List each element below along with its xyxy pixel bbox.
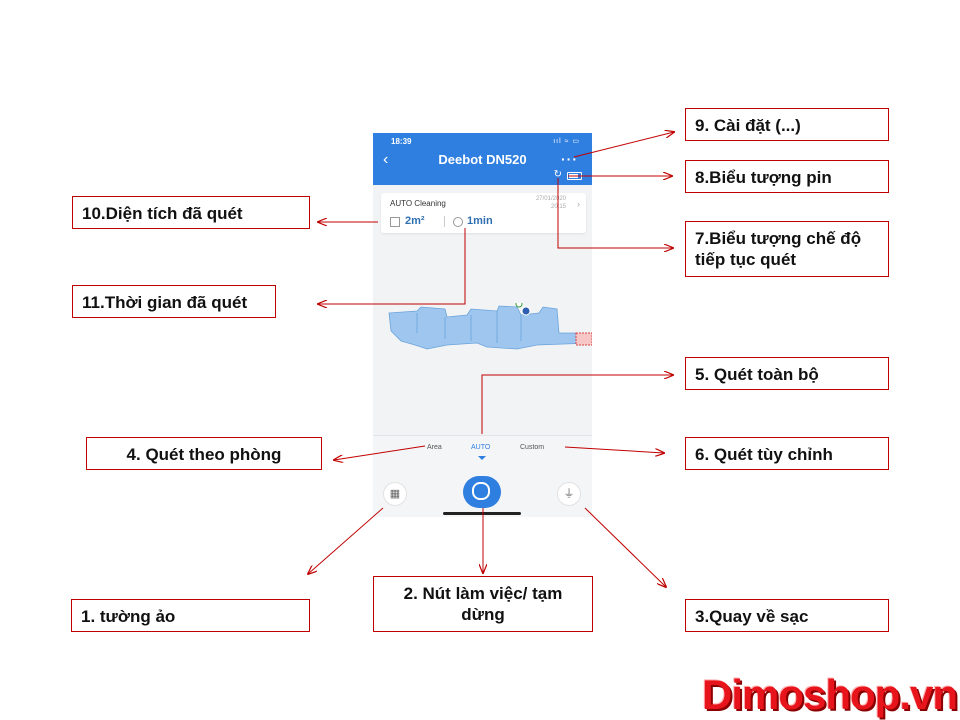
callout-return-charge: 3.Quay về sạc [685, 599, 889, 632]
active-tab-indicator [478, 456, 486, 460]
map-walls [416, 311, 522, 343]
arrow-time [318, 228, 466, 304]
card-divider [444, 216, 445, 227]
arrow-dock [584, 507, 666, 587]
app-screenshot: 18:39 ııl ≈ ▭ ‹ Deebot DN520 ··· ↻ AUTO … [373, 133, 592, 517]
callout-room: 4. Quét theo phòng [86, 437, 322, 470]
callout-start-pause: 2. Nút làm việc/ tạm dừng [373, 576, 593, 632]
start-pause-button[interactable] [463, 476, 501, 508]
map-area [388, 305, 592, 350]
tab-area[interactable]: Area [427, 444, 442, 451]
callout-auto: 5. Quét toàn bộ [685, 357, 889, 390]
clock-icon [453, 217, 463, 227]
callout-virtual-wall: 1. tường ảo [71, 599, 310, 632]
arrow-virtual-wall [308, 507, 384, 574]
tab-auto[interactable]: AUTO [471, 444, 491, 451]
cleaning-mode-label: AUTO Cleaning [390, 199, 446, 208]
robot-marker [521, 306, 531, 316]
watermark-logo: Dimoshop.vn [702, 671, 958, 718]
home-indicator [443, 512, 521, 515]
callout-battery: 8.Biểu tượng pin [685, 160, 889, 193]
control-panel: Area AUTO Custom ▦ ⏚ [373, 435, 592, 517]
app-header: 18:39 ııl ≈ ▭ ‹ Deebot DN520 ··· ↻ [373, 133, 592, 185]
callout-custom: 6. Quét tùy chỉnh [685, 437, 889, 470]
arrow-auto [481, 375, 673, 434]
cleaning-info-card[interactable]: AUTO Cleaning 27/01/2020 20:15 › 2m² 1mi… [381, 193, 586, 233]
callout-cleaned-time: 11.Thời gian đã quét [72, 285, 276, 318]
cleaned-area-value: 2m² [405, 215, 425, 227]
back-arrow-icon[interactable]: ‹ [383, 151, 389, 168]
arrow-resume [557, 178, 673, 248]
resume-cleaning-icon: ↻ [553, 169, 562, 180]
chevron-right-icon: › [577, 199, 580, 209]
charger-marker [515, 303, 523, 308]
tab-custom[interactable]: Custom [520, 444, 545, 451]
area-icon [390, 217, 400, 227]
cleaning-map [388, 303, 592, 350]
callout-cleaned-area: 10.Diện tích đã quét [72, 196, 310, 229]
cleaned-time-value: 1min [467, 215, 493, 227]
virtual-wall-zone [575, 332, 592, 346]
arrow-custom [564, 446, 664, 453]
arrow-room [334, 445, 426, 460]
cleaning-date-line: 27/01/2020 [535, 196, 566, 202]
return-to-charge-button[interactable]: ⏚ [557, 482, 581, 506]
callout-settings: 9. Cài đặt (...) [685, 108, 889, 141]
virtual-wall-button[interactable]: ▦ [383, 482, 407, 506]
more-options-icon[interactable]: ··· [561, 151, 578, 167]
device-title: Deebot DN520 [438, 152, 527, 167]
status-time: 18:39 [391, 137, 412, 146]
status-icons: ııl ≈ ▭ [553, 138, 580, 145]
arrow-settings [573, 132, 674, 158]
callout-resume: 7.Biểu tượng chế độ tiếp tục quét [685, 221, 889, 277]
